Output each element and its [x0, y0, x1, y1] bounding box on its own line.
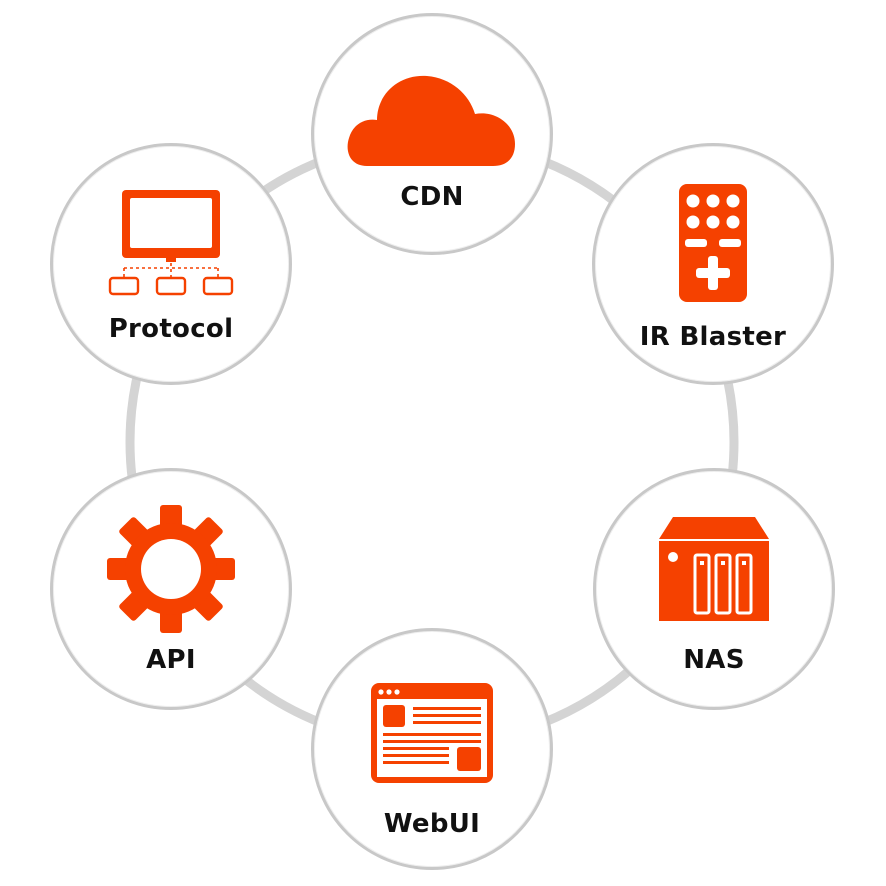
nas-drive-icon	[659, 517, 769, 621]
node-label-webui: WebUI	[383, 809, 481, 839]
browser-window-icon	[371, 683, 493, 783]
node-label-nas: NAS	[683, 645, 745, 675]
node-label-ir-blaster: IR Blaster	[639, 322, 787, 352]
node-ir-blaster: IR Blaster	[592, 143, 834, 385]
node-nas: NAS	[593, 468, 835, 710]
node-webui: WebUI	[311, 628, 553, 870]
node-label-protocol: Protocol	[108, 314, 234, 344]
network-monitor-icon	[108, 190, 234, 296]
node-label-api: API	[146, 645, 196, 675]
node-label-cdn: CDN	[400, 182, 464, 212]
cloud-icon	[347, 75, 515, 166]
node-cdn: CDN	[311, 13, 553, 255]
gear-icon	[107, 505, 235, 633]
remote-control-icon	[679, 184, 747, 302]
node-protocol: Protocol	[50, 143, 292, 385]
node-api: API	[50, 468, 292, 710]
